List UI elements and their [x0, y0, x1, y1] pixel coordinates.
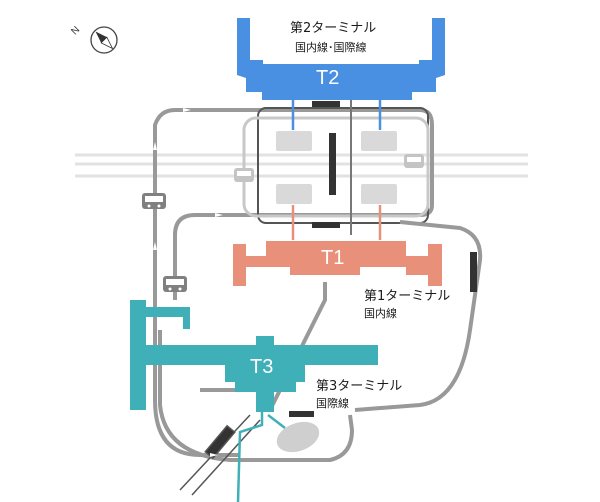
terminal-3-building — [130, 300, 378, 412]
compass: N — [69, 24, 118, 54]
terminal-2-code: T2 — [316, 67, 339, 89]
terminal-1-name: 第1ターミナル — [364, 289, 451, 304]
bus-icon — [234, 168, 254, 182]
station-platforms — [276, 131, 397, 204]
terminal-2-service: 国内線･国際線 — [295, 41, 367, 54]
parking-apron — [276, 421, 320, 453]
bus-icon — [142, 193, 166, 209]
shuttle-tracks — [289, 101, 477, 417]
terminal-3-service: 国際線 — [316, 397, 349, 410]
railway-tracks — [75, 153, 528, 178]
rail-line-southwest — [179, 414, 261, 496]
road-direction-arrows — [153, 108, 223, 457]
terminal-1-code: T1 — [321, 247, 344, 269]
terminal-1-building — [233, 241, 442, 286]
terminal-2-name: 第2ターミナル — [290, 21, 377, 36]
bus-icon — [163, 276, 187, 292]
terminal-3-name: 第3ターミナル — [316, 379, 403, 394]
compass-north-label: N — [69, 24, 82, 37]
north-arrow-icon — [95, 31, 114, 50]
terminal-1-service: 国内線 — [364, 307, 397, 320]
bus-icon — [404, 154, 424, 168]
terminal-2-building — [237, 18, 445, 100]
terminal-3-code: T3 — [250, 356, 273, 378]
terminal-3-connector — [236, 412, 286, 502]
